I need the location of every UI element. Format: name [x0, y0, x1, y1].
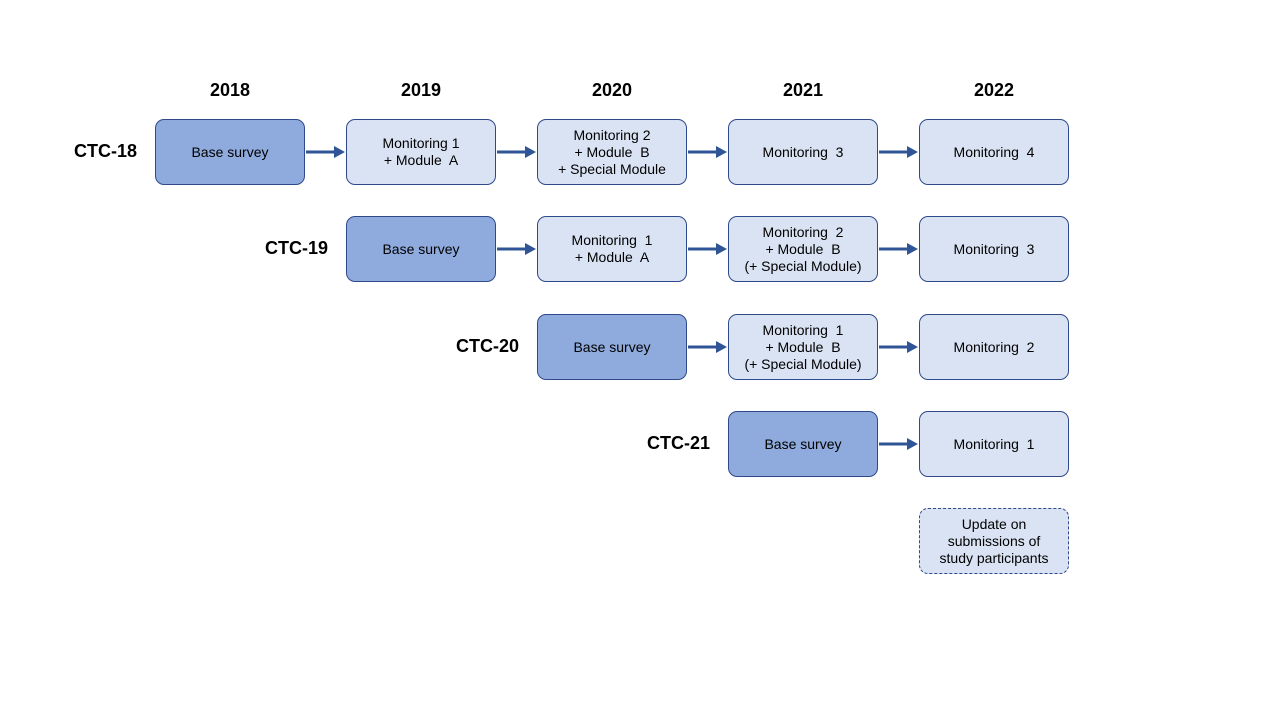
year-header-2021: 2021 [782, 80, 824, 100]
monitoring-box-ctc-18-2021: Monitoring 3 [728, 119, 878, 185]
arrow-ctc-20-2021-2022 [879, 341, 918, 353]
cohort-label-ctc-19: CTC-19 [264, 238, 328, 258]
note-text-line: submissions of [947, 532, 1041, 549]
arrow-ctc-19-2021-2022 [879, 243, 918, 255]
box-text-line: (+ Special Module) [744, 355, 862, 372]
cohort-label-ctc-18: CTC-18 [73, 141, 137, 161]
base-survey-box-ctc-21-2021: Base survey [728, 411, 878, 477]
box-text-line: Monitoring 1 [571, 232, 653, 248]
box-text-line: + Module A [383, 152, 459, 168]
note-text-line: Update on [961, 515, 1027, 532]
base-survey-box-ctc-20-2020: Base survey [537, 314, 687, 380]
cohort-label-ctc-21: CTC-21 [646, 433, 710, 453]
box-text-line: Monitoring 3 [953, 240, 1035, 257]
monitoring-box-ctc-19-2021: Monitoring 2+ Module B(+ Special Module) [728, 216, 878, 282]
box-text-line: Monitoring 2 [573, 126, 651, 143]
box-text-line: + Special Module [558, 160, 666, 177]
box-text-line: Monitoring 1 [762, 321, 844, 338]
monitoring-box-ctc-20-2022: Monitoring 2 [919, 314, 1069, 380]
box-text-line: + Module B [765, 338, 841, 355]
box-text-line: + Module A [574, 249, 650, 265]
arrow-ctc-19-2020-2021 [688, 243, 727, 255]
box-text-line: Monitoring 1 [382, 135, 460, 151]
arrow-ctc-18-2019-2020 [497, 146, 536, 158]
box-text-line: + Module B [765, 240, 841, 257]
arrow-ctc-19-2019-2020 [497, 243, 536, 255]
monitoring-box-ctc-18-2019: Monitoring 1+ Module A [346, 119, 496, 185]
monitoring-box-ctc-21-2022: Monitoring 1 [919, 411, 1069, 477]
monitoring-box-ctc-18-2022: Monitoring 4 [919, 119, 1069, 185]
box-text-line: Monitoring 1 [953, 435, 1035, 452]
box-text-line: (+ Special Module) [744, 257, 862, 274]
arrow-ctc-21-2021-2022 [879, 438, 918, 450]
box-text-line: Monitoring 4 [953, 143, 1035, 160]
arrow-ctc-18-2020-2021 [688, 146, 727, 158]
year-header-2019: 2019 [400, 80, 442, 100]
arrow-ctc-20-2020-2021 [688, 341, 727, 353]
monitoring-box-ctc-18-2020: Monitoring 2+ Module B+ Special Module [537, 119, 687, 185]
box-text-line: Base survey [573, 338, 651, 355]
box-text-line: Base survey [382, 240, 460, 257]
note-text-line: study participants [939, 549, 1049, 566]
monitoring-box-ctc-19-2020: Monitoring 1+ Module A [537, 216, 687, 282]
year-header-2018: 2018 [209, 80, 251, 100]
box-text-line: Monitoring 2 [762, 223, 844, 240]
base-survey-box-ctc-19-2019: Base survey [346, 216, 496, 282]
box-text-line: + Module B [574, 143, 650, 160]
arrow-ctc-18-2018-2019 [306, 146, 345, 158]
year-header-2022: 2022 [973, 80, 1015, 100]
cohort-label-ctc-20: CTC-20 [455, 336, 519, 356]
arrow-ctc-18-2021-2022 [879, 146, 918, 158]
box-text-line: Base survey [191, 143, 269, 160]
box-text-line: Base survey [764, 435, 842, 452]
box-text-line: Monitoring 3 [762, 143, 844, 160]
base-survey-box-ctc-18-2018: Base survey [155, 119, 305, 185]
box-text-line: Monitoring 2 [953, 338, 1035, 355]
monitoring-box-ctc-20-2021: Monitoring 1+ Module B(+ Special Module) [728, 314, 878, 380]
monitoring-box-ctc-19-2022: Monitoring 3 [919, 216, 1069, 282]
year-header-2020: 2020 [591, 80, 633, 100]
